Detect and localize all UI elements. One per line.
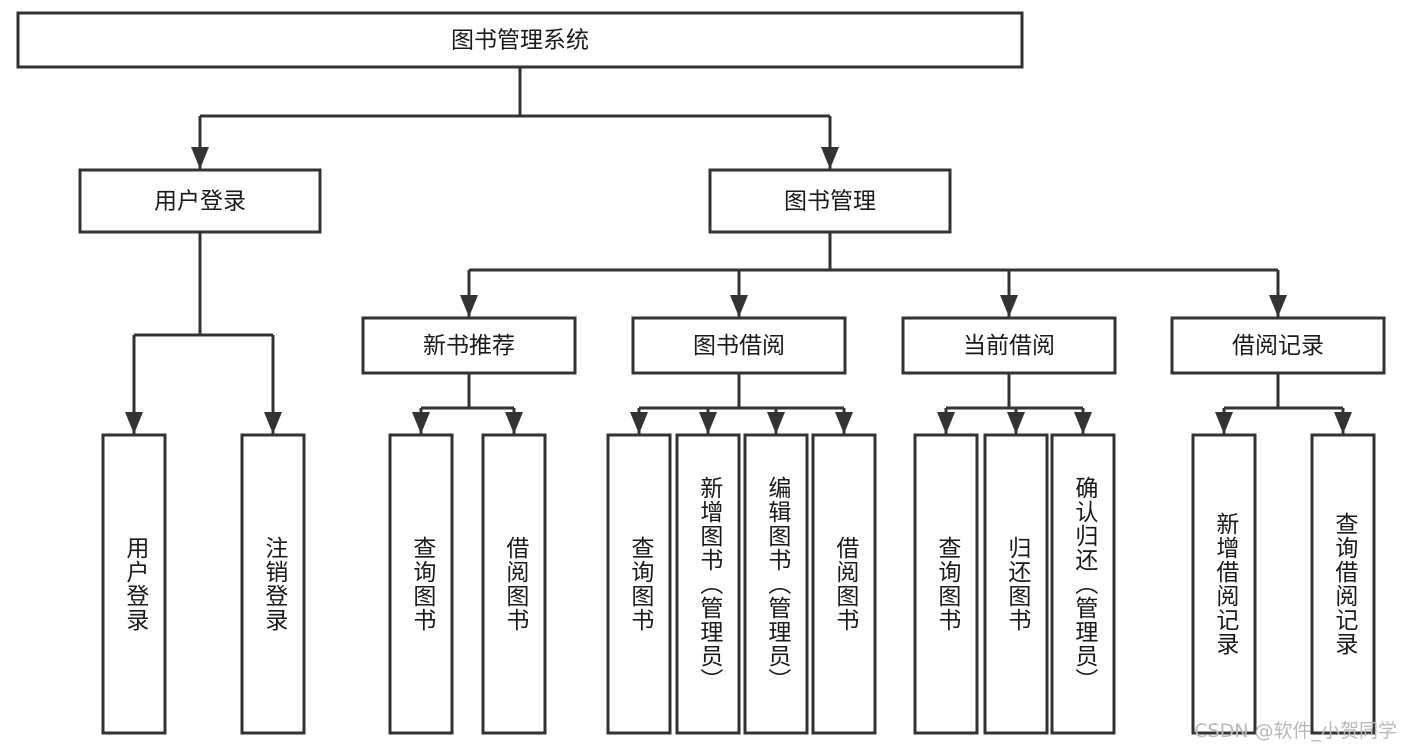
arrow-head-icon (835, 412, 853, 434)
arrow-head-icon (125, 412, 143, 434)
node-book-management-system[interactable]: 图书管理系统 (16, 11, 1024, 69)
node-user-login-leaf[interactable] (101, 433, 167, 735)
node-borrow-book-leaf[interactable] (481, 433, 547, 735)
arrow-head-icon (699, 412, 717, 434)
arrow-head-icon (821, 147, 839, 169)
csdn-watermark: CSDN @软件_小贺同学 (1194, 720, 1397, 742)
arrow-head-icon (630, 412, 648, 434)
node-borrow-record[interactable]: 借阅记录 (1170, 316, 1386, 375)
arrow-head-icon (767, 412, 785, 434)
connector-edges (125, 67, 1352, 434)
node-label: 用户登录 (154, 189, 246, 215)
node-label: 当前借阅 (963, 333, 1055, 359)
node-add-borrow-record-leaf[interactable] (1191, 433, 1257, 735)
arrow-head-icon (1007, 412, 1025, 434)
arrow-head-icon (1000, 295, 1018, 317)
arrow-head-icon (505, 412, 523, 434)
node-query-book-leaf[interactable] (913, 433, 979, 735)
arrow-head-icon (412, 412, 430, 434)
node-confirm-return-admin-leaf[interactable] (1050, 433, 1116, 735)
arrow-head-icon (1334, 412, 1352, 434)
node-new-book-recommend[interactable]: 新书推荐 (361, 316, 577, 375)
node-return-book-leaf[interactable] (983, 433, 1049, 735)
node-label: 图书管理系统 (451, 28, 589, 54)
node-label: 新书推荐 (423, 333, 515, 359)
arrow-head-icon (264, 412, 282, 434)
node-edit-book-admin-leaf[interactable] (743, 433, 809, 735)
arrow-head-icon (937, 412, 955, 434)
node-borrow-book-leaf[interactable] (811, 433, 877, 735)
node-label: 借阅记录 (1232, 333, 1324, 359)
node-logout-leaf[interactable] (240, 433, 306, 735)
node-book-management[interactable]: 图书管理 (708, 168, 952, 234)
node-add-book-admin-leaf[interactable] (675, 433, 741, 735)
arrow-head-icon (191, 147, 209, 169)
arrow-head-icon (1215, 412, 1233, 434)
node-query-book-leaf[interactable] (388, 433, 454, 735)
arrow-head-icon (460, 295, 478, 317)
node-label: 图书借阅 (693, 333, 785, 359)
arrow-head-icon (1074, 412, 1092, 434)
node-query-book-leaf[interactable] (606, 433, 672, 735)
node-current-borrow[interactable]: 当前借阅 (901, 316, 1117, 375)
node-label: 图书管理 (784, 189, 876, 215)
arrow-head-icon (730, 295, 748, 317)
node-user-login[interactable]: 用户登录 (78, 168, 322, 234)
node-book-borrow[interactable]: 图书借阅 (631, 316, 847, 375)
node-query-borrow-record-leaf[interactable] (1310, 433, 1376, 735)
arrow-head-icon (1269, 295, 1287, 317)
